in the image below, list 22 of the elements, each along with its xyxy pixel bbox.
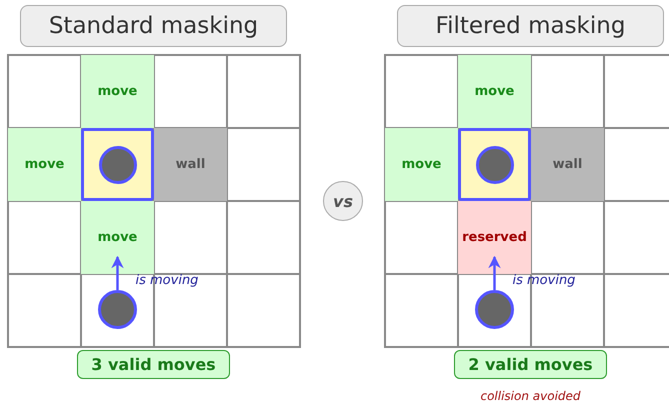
reserved-cell: reserved	[458, 201, 531, 274]
move-cell: move	[8, 128, 81, 201]
move-cell: move	[458, 55, 531, 128]
caption-note: collision avoided	[480, 389, 581, 403]
current-cell	[81, 128, 154, 201]
arrow	[488, 256, 501, 290]
wall-cell: wall	[154, 128, 227, 201]
result-badge: 3 valid moves	[77, 350, 230, 379]
edge-label: is moving	[512, 273, 576, 288]
move-cell: move	[385, 128, 458, 201]
arrow	[111, 256, 124, 290]
vs-badge: vs	[323, 181, 363, 221]
edge-label: is moving	[136, 273, 198, 288]
wall-cell: wall	[531, 128, 604, 201]
panel-title: Standard masking	[20, 5, 287, 47]
agent-token	[476, 146, 514, 184]
result-badge: 2 valid moves	[454, 350, 607, 379]
agent-token	[99, 146, 137, 184]
move-cell: move	[81, 201, 154, 274]
move-cell: move	[81, 55, 154, 128]
panel-title: Filtered masking	[397, 5, 664, 47]
current-cell	[458, 128, 531, 201]
